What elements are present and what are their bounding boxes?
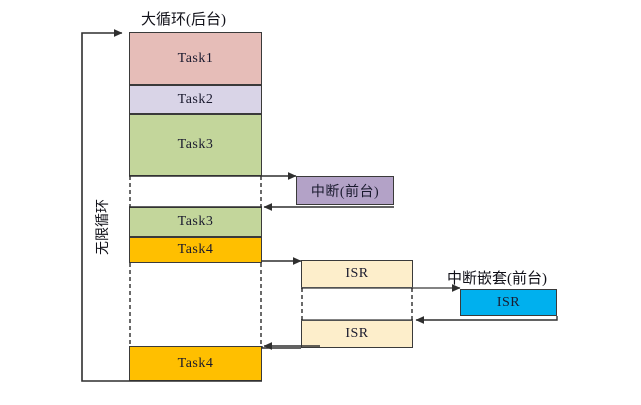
task-box-task2[interactable]: Task2 <box>129 85 262 114</box>
task-box-task3-first[interactable]: Task3 <box>129 114 262 176</box>
task-box-task4-first[interactable]: Task4 <box>129 237 262 263</box>
arrow-from-nested-isr <box>415 316 558 324</box>
arrow-isr-return-to-task4 <box>261 346 301 349</box>
task-box-task4-second[interactable]: Task4 <box>129 346 262 381</box>
isr-box-upper[interactable]: ISR <box>301 260 413 288</box>
main-loop-title: 大循环(后台) <box>141 12 226 28</box>
task-box-task3-second[interactable]: Task3 <box>129 207 262 237</box>
infinite-loop-label: 无限循环 <box>96 199 111 255</box>
isr-box-lower[interactable]: ISR <box>301 320 413 348</box>
interrupt-box[interactable]: 中断(前台) <box>296 176 394 205</box>
task-box-task1[interactable]: Task1 <box>129 32 262 85</box>
nested-interrupt-title: 中断嵌套(前台) <box>447 271 547 287</box>
nested-isr-box[interactable]: ISR <box>460 289 557 316</box>
